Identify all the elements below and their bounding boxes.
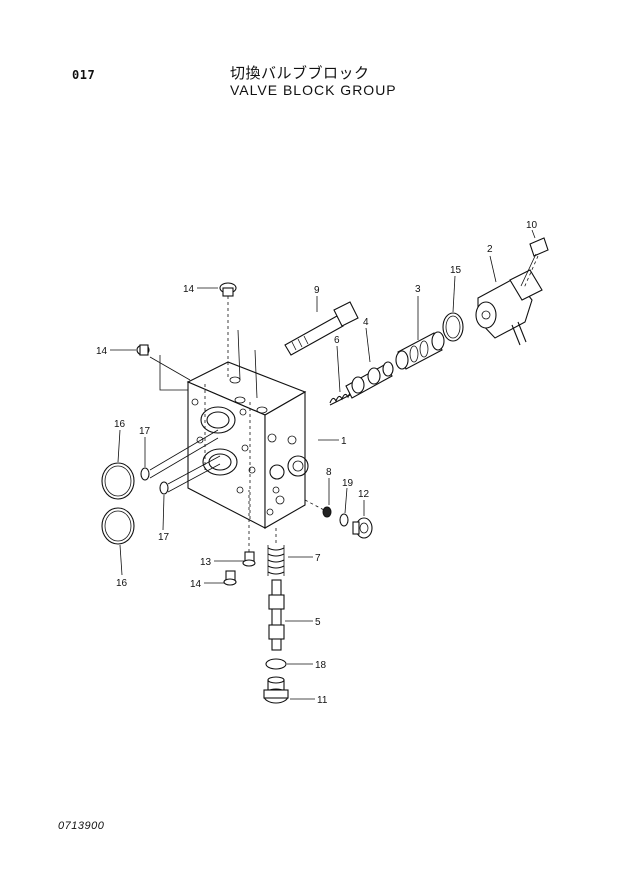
callout-19: 19 <box>342 478 354 489</box>
callout-1: 1 <box>341 436 347 447</box>
callout-16-lower: 16 <box>116 578 128 589</box>
part-16-o-ring-upper <box>101 462 135 500</box>
part-3-sleeve <box>395 331 445 370</box>
part-14-plug-left <box>136 344 150 356</box>
callout-7: 7 <box>315 553 321 564</box>
callout-2: 2 <box>487 244 493 255</box>
callout-3: 3 <box>415 284 421 295</box>
page-number: 017 <box>72 68 96 82</box>
part-7-spring <box>267 545 285 576</box>
callout-13: 13 <box>200 557 212 568</box>
callout-10: 10 <box>526 220 538 231</box>
callout-14-top: 14 <box>183 284 195 295</box>
part-16-o-ring-lower <box>101 507 135 545</box>
callout-5: 5 <box>315 617 321 628</box>
title-japanese: 切換バルブブロック <box>230 64 370 82</box>
part-14-plug-top <box>219 282 237 380</box>
part-14-plug-bottom <box>223 570 237 586</box>
part-13-plug <box>242 490 256 567</box>
callout-9: 9 <box>314 285 320 296</box>
part-9-bolt <box>284 301 359 356</box>
title-english: VALVE BLOCK GROUP <box>230 82 397 98</box>
callout-6: 6 <box>334 335 340 346</box>
callout-15: 15 <box>450 265 462 276</box>
callout-11: 11 <box>317 695 328 706</box>
part-18-o-ring <box>265 658 287 670</box>
callout-16-upper: 16 <box>114 419 126 430</box>
part-10-bolt <box>520 237 549 289</box>
part-2-cover <box>475 269 543 346</box>
part-19-o-ring <box>339 513 349 527</box>
callout-17-lower: 17 <box>158 532 170 543</box>
drawing-code: 0713900 <box>58 820 105 832</box>
part-5-spool <box>268 528 285 651</box>
callout-8: 8 <box>326 467 332 478</box>
part-8-plug <box>322 506 332 518</box>
callout-14-left: 14 <box>96 346 108 357</box>
part-12-plug <box>352 517 373 539</box>
callout-4: 4 <box>363 317 369 328</box>
part-17-o-ring-lower <box>159 481 169 495</box>
part-15-o-ring <box>442 312 464 342</box>
part-4-spool <box>345 361 394 399</box>
callout-leaders <box>110 229 536 700</box>
part-17-o-ring-upper <box>140 467 150 481</box>
valve-block-body <box>186 361 309 529</box>
callout-17-upper: 17 <box>139 426 151 437</box>
callout-18: 18 <box>315 660 327 671</box>
callout-14-bottom: 14 <box>190 579 202 590</box>
part-11-plug <box>263 676 289 704</box>
callout-12: 12 <box>358 489 370 500</box>
